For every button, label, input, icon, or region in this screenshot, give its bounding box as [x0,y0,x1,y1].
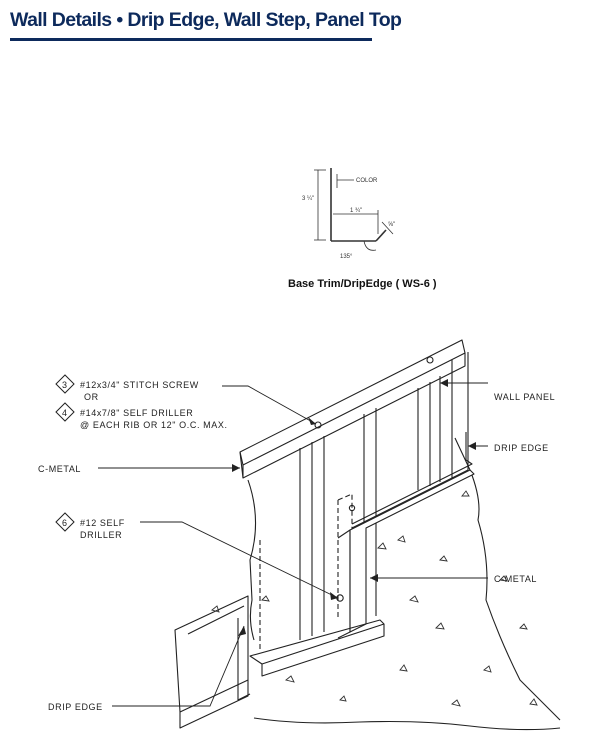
page-title: Wall Details • Drip Edge, Wall Step, Pan… [10,9,402,31]
concrete-aggregate [211,490,538,707]
page-header: Wall Details • Drip Edge, Wall Step, Pan… [10,8,402,41]
callout-diamond-6 [55,512,75,532]
trim-caption: Base Trim/DripEdge ( WS-6 ) [288,278,437,290]
trim-width-dim: 1 ¾" [350,208,362,214]
label-c-metal-left: C-METAL [38,464,81,474]
callout-6: 6 #12 SELF DRILLER [55,512,125,540]
leader-lines [98,382,488,707]
callout-diamond-3 [55,374,75,394]
callout-4-line1: #14x7/8" SELF DRILLER [80,408,193,418]
callout-num-3: 3 [62,380,68,390]
trim-profile-diagram [314,168,394,251]
trim-lip-dim: ⅝" [388,222,395,228]
label-drip-edge-bottom: DRIP EDGE [48,702,103,712]
title-rule [10,38,372,41]
callout-6-line2: DRILLER [80,530,122,540]
callout-3: 3 #12x3/4" STITCH SCREW OR [55,374,199,402]
label-c-metal-right: C-METAL [494,574,537,584]
trim-color-label: COLOR [356,178,378,184]
callout-6-line1: #12 SELF [80,518,125,528]
callout-diamond-4 [55,402,75,422]
callout-num-4: 4 [62,408,68,418]
callout-3-line2: OR [84,392,99,402]
trim-height-dim: 3 ¼" [302,196,314,202]
label-wall-panel: WALL PANEL [494,392,555,402]
callout-4: 4 #14x7/8" SELF DRILLER @ EACH RIB OR 12… [55,402,228,430]
wall-isometric-detail [174,339,561,731]
callout-3-line1: #12x3/4" STITCH SCREW [80,380,199,390]
leader-arrowheads [232,379,476,636]
label-drip-edge-right: DRIP EDGE [494,443,549,453]
trim-angle-dim: 135° [340,254,353,260]
callout-4-line2: @ EACH RIB OR 12" O.C. MAX. [80,420,228,430]
callout-num-6: 6 [62,518,68,528]
